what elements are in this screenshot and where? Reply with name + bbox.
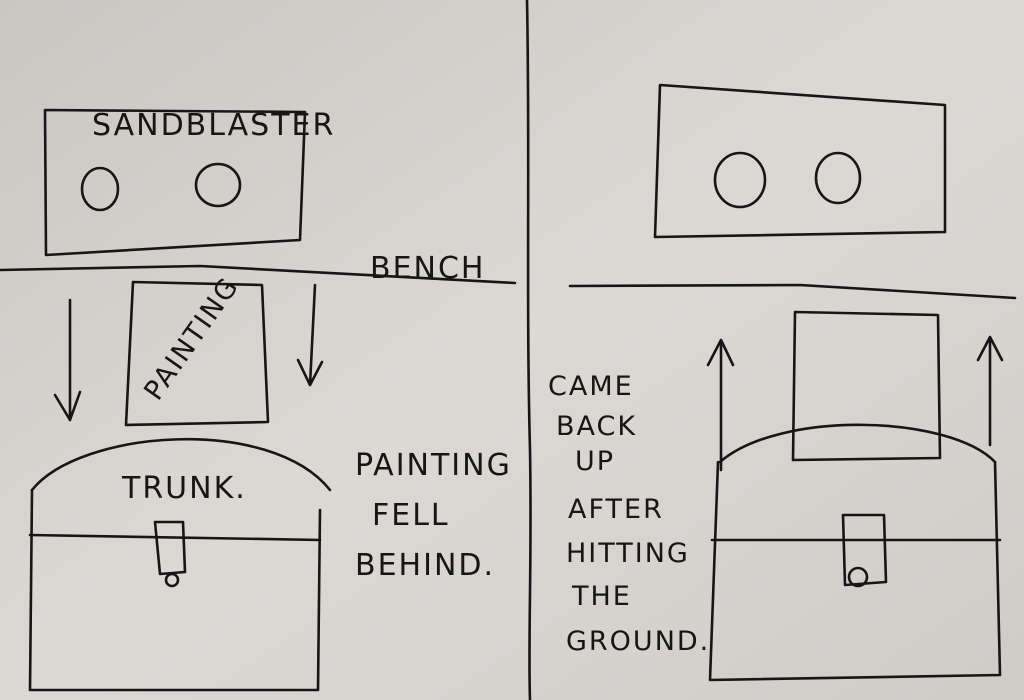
caption-line: PAINTING <box>355 448 512 483</box>
trunk-lock <box>847 566 869 588</box>
bench-label: BENCH <box>370 251 485 286</box>
bench-line-left <box>0 264 517 285</box>
sandblaster-label: SANDBLASTER <box>92 108 335 143</box>
trunk-latch <box>841 513 888 587</box>
painting-right <box>791 310 942 462</box>
left-caption: PAINTING FELL BEHIND. <box>355 448 512 583</box>
caption-line: HITTING <box>566 538 690 569</box>
arrow-up-right <box>976 335 1004 447</box>
right-panel: CAME BACK UP AFTER HITTING THE GROUND. <box>548 83 1017 682</box>
trunk-latch <box>153 520 187 576</box>
caption-line: CAME <box>548 371 634 402</box>
trunk-lock <box>164 572 180 588</box>
caption-line: THE <box>571 581 632 612</box>
right-caption: CAME BACK UP AFTER HITTING THE GROUND. <box>548 371 710 657</box>
panel-divider <box>525 0 532 700</box>
caption-line: FELL <box>372 498 450 533</box>
bench-line-right <box>568 283 1017 300</box>
sandblaster-port-right <box>194 162 242 208</box>
caption-line: BACK <box>556 411 637 442</box>
trunk-label: TRUNK. <box>121 471 247 506</box>
arrow-down-right <box>296 283 324 387</box>
caption-line: GROUND. <box>566 626 710 657</box>
caption-line: BEHIND. <box>355 548 495 583</box>
arrow-up-left <box>706 338 735 472</box>
arrow-down-left <box>53 298 82 422</box>
trunk-right <box>708 423 1002 682</box>
sandblaster-right <box>653 83 947 239</box>
sandblaster-port-right <box>814 151 862 205</box>
sandblaster-port-left <box>80 166 120 212</box>
sandblaster-port-left <box>713 151 767 209</box>
caption-line: UP <box>575 446 615 477</box>
trunk-left: TRUNK. <box>28 438 332 692</box>
caption-line: AFTER <box>568 494 664 525</box>
sandblaster: SANDBLASTER <box>43 108 335 257</box>
